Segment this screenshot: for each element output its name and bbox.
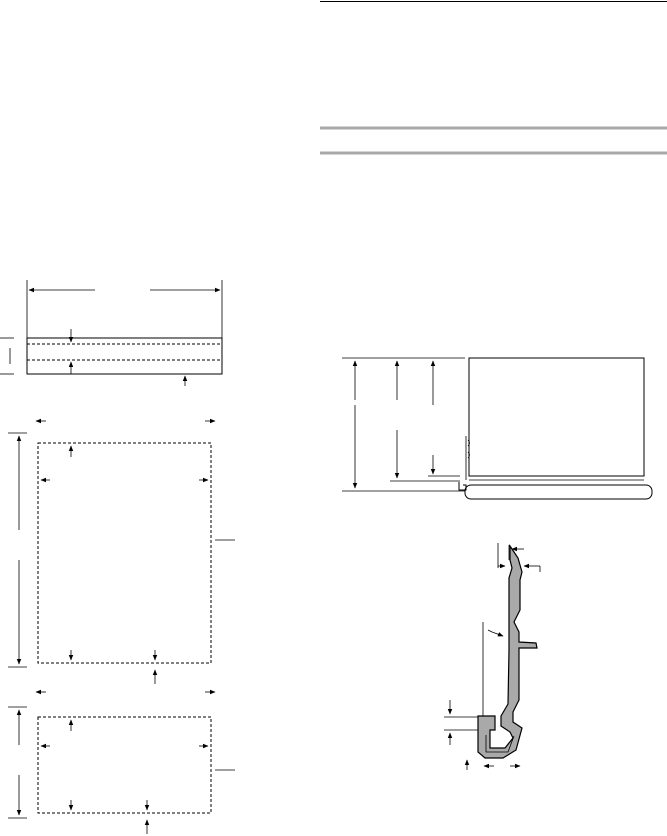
trim-profile-shape bbox=[477, 544, 538, 759]
large-panel-template bbox=[8, 418, 235, 684]
cabinet-base-plinth bbox=[464, 484, 653, 500]
trim-profile-section bbox=[444, 543, 541, 770]
trim-profile-inner-channel bbox=[485, 735, 515, 753]
small-panel-cut-outline bbox=[37, 716, 212, 814]
trim-profile-small bbox=[458, 482, 467, 491]
cabinet-hinge-side bbox=[465, 436, 470, 480]
cabinet-door-panel bbox=[468, 357, 645, 477]
header-rules bbox=[320, 1, 667, 155]
profile-notch-arrow bbox=[491, 631, 504, 637]
strip-outline bbox=[26, 337, 223, 375]
profile-notch-leader bbox=[487, 629, 493, 633]
cabinet-elevation bbox=[342, 357, 653, 500]
strip-plan-view bbox=[0, 280, 223, 386]
small-panel-template bbox=[8, 689, 235, 834]
large-panel-cut-outline bbox=[37, 442, 212, 664]
